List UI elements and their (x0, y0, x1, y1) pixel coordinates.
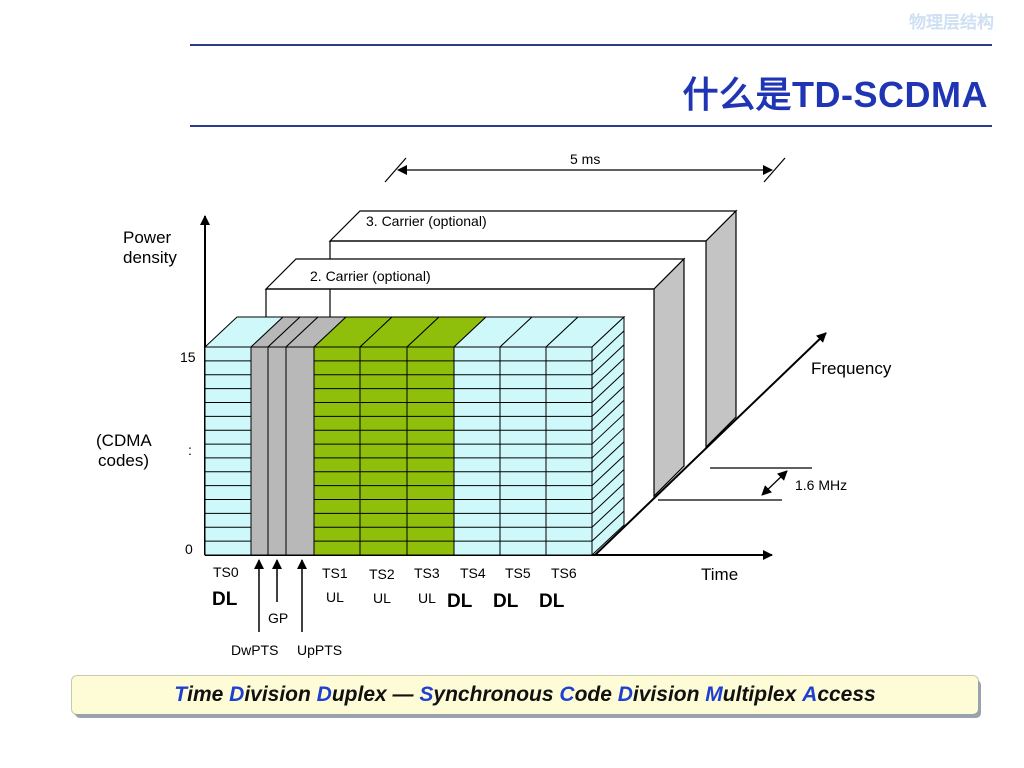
slot-dir-ts2: UL (373, 590, 391, 606)
slot-name-ts2: TS2 (369, 566, 395, 582)
slot-dir-ts4: DL (447, 591, 473, 612)
carrier-2 (264, 257, 686, 498)
banner-initial-0: T (174, 683, 188, 706)
banner-word-0: ime (187, 683, 230, 706)
carrier2-label: 2. Carrier (optional) (310, 268, 431, 284)
uppts-label: UpPTS (297, 642, 342, 658)
y-axis-label-power: Power (123, 228, 172, 247)
banner-word-5: ivision (632, 683, 706, 706)
banner-word-6: ultiplex (722, 683, 803, 706)
slot-dir-ts1: UL (326, 589, 344, 605)
y-axis-label-density: density (123, 248, 177, 267)
slot-dir-ts3: UL (418, 590, 436, 606)
slot-dir-ts5: DL (493, 591, 519, 612)
duration-tick-right (763, 157, 786, 183)
frequency-axis (594, 332, 827, 556)
carrier3-label: 3. Carrier (optional) (366, 213, 487, 229)
banner-word-1: ivision (244, 683, 317, 706)
slot-ts2 (358, 316, 441, 556)
banner-initial-4: C (559, 683, 575, 706)
carrier-3 (328, 209, 738, 449)
y-tick-15: 15 (180, 349, 196, 365)
banner-initial-7: A (802, 683, 818, 706)
duration-tick-left (384, 157, 407, 183)
bandwidth-label: 1.6 MHz (795, 477, 847, 493)
header-rule-bottom (190, 125, 992, 127)
slot-ts4 (452, 316, 534, 556)
slot-side-face (591, 315, 625, 557)
banner-word-3: ynchronous (433, 683, 560, 706)
slot-ts5 (498, 316, 580, 556)
y-tick-0: 0 (185, 541, 193, 557)
codes-label-1: (CDMA (96, 431, 152, 450)
slot-ts0 (203, 316, 285, 556)
gp-label: GP (268, 610, 288, 626)
dwpts-label: DwPTS (231, 642, 278, 658)
slot-gp (266, 316, 320, 556)
slot-ts1 (312, 316, 394, 556)
codes-label-2: codes) (98, 451, 149, 470)
page-title: 什么是TD-SCDMA (682, 74, 988, 115)
slot-name-ts1: TS1 (322, 565, 348, 581)
duration-label: 5 ms (570, 151, 600, 167)
carrier-1-slots (203, 315, 626, 557)
banner-initial-5: D (617, 683, 633, 706)
banner-initial-6: M (705, 683, 723, 706)
banner-word-4: ode (574, 683, 618, 706)
section-tag: 物理层结构 (909, 13, 994, 32)
banner-word-2: uplex — (331, 683, 420, 706)
bandwidth-arrow (761, 470, 788, 496)
slot-name-ts4: TS4 (460, 565, 486, 581)
banner-word-7: ccess (817, 683, 876, 706)
time-label: Time (701, 565, 738, 584)
slot-ts6 (544, 316, 626, 556)
slot-name-ts0: TS0 (213, 564, 239, 580)
banner-initial-3: S (419, 683, 434, 706)
slot-name-ts6: TS6 (551, 565, 577, 581)
frequency-label: Frequency (811, 359, 892, 378)
slot-dir-ts0: DL (212, 589, 238, 610)
slot-name-ts3: TS3 (414, 565, 440, 581)
slot-uppts (284, 316, 348, 556)
slot-ts3 (405, 316, 488, 556)
slot-name-ts5: TS5 (505, 565, 531, 581)
banner-initial-1: D (229, 683, 245, 706)
banner-initial-2: D (316, 683, 332, 706)
y-tick-mid: : (188, 442, 192, 458)
header-rule-top (190, 44, 992, 46)
slot-dir-ts6: DL (539, 591, 565, 612)
